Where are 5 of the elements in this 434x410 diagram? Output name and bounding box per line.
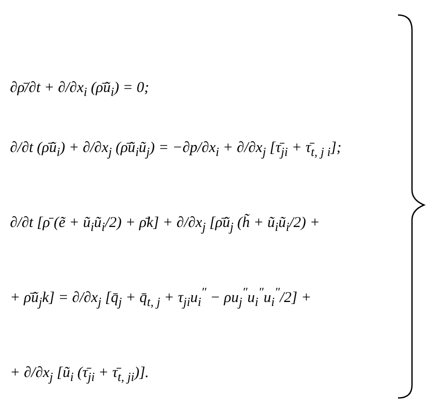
equation: + ρ̄ũ$_{j}$k] = ∂/∂x$_{j}$ [q̄$_{j}$ + q̄$_{t, j}$ + τ$_{ji}$u$_{i}$$^{″}$ − ρu$_{j}$$^{″}$u$_{i}$$^{″}$u$_{i}$$^{″}$/2] +: [10, 285, 312, 310]
equation: + ∂/∂x$_{j}$ [ũ$_{i}$ (τ̄$_{ji}$ + τ̄$_{t, ji}$)].: [10, 365, 149, 385]
equation: ∂ρ̄/∂t + ∂/∂x$_{i}$ (ρ̄ũ$_{i}$) = 0;: [10, 80, 150, 100]
equation: ∂/∂t [ρ̄ (ẽ + ũ$_{i}$ũ$_{i}$/2) + ρ̄k] + ∂/∂x$_{j}$ [ρ̄ũ$_{j}$ (h̃ + ũ$_{i}$ũ$_{i}$/2) +: [10, 215, 320, 235]
equation: ∂/∂t (ρ̄ũ$_{i}$) + ∂/∂x$_{j}$ (ρ̄ũ$_{i}$ũ$_{j}$) = −∂p/∂x$_{i}$ + ∂/∂x$_{j}$ [τ̄$_{ji}$ + τ̄$_{t, j i}$];: [10, 140, 342, 160]
